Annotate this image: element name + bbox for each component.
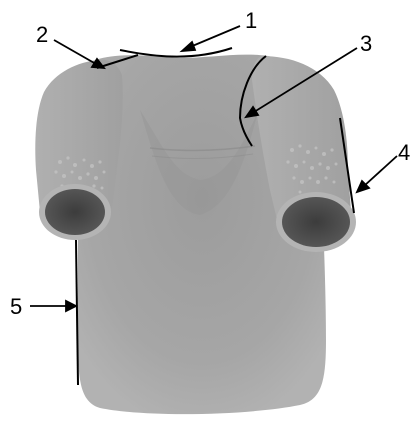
left-cuff-opening — [45, 189, 105, 235]
body-length-line — [76, 240, 78, 385]
callout-3: 3 — [360, 31, 372, 56]
callout-2: 2 — [36, 22, 48, 47]
callout-4: 4 — [398, 140, 410, 165]
right-cuff-opening — [282, 197, 350, 247]
callout-5: 5 — [10, 294, 22, 319]
callout-1: 1 — [245, 8, 257, 33]
